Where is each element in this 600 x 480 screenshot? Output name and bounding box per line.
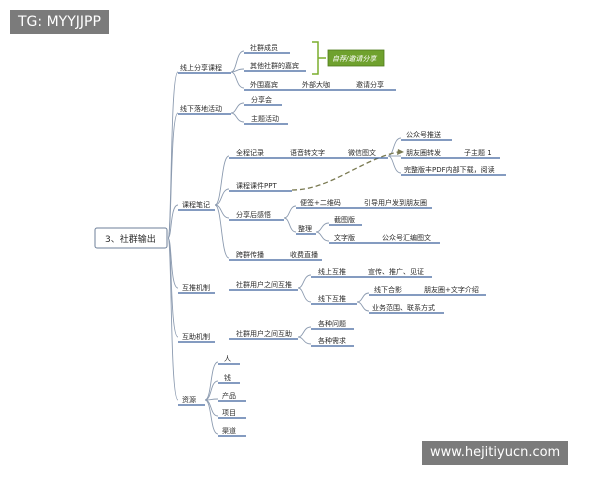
watermark-top-left: TG: MYYJJPP [10, 10, 109, 34]
node-official[interactable]: 公众号推送 [406, 130, 441, 139]
node-organize[interactable]: 整理 [298, 224, 312, 233]
connector-offline-biz [356, 301, 370, 312]
node-record[interactable]: 全程记录 [236, 148, 264, 157]
connector-mutual-online [297, 274, 312, 289]
connector-notes-record [214, 155, 230, 206]
connector-online-guest [230, 71, 245, 89]
node-voice[interactable]: 语音转文字 [290, 148, 325, 157]
node-moments-intro[interactable]: 朋友圈+文字介绍 [424, 285, 479, 294]
node-ppt[interactable]: 课程课件PPT [236, 181, 277, 190]
connector-notes [167, 204, 179, 239]
connector-notes-spread [214, 204, 230, 259]
node-mutual-online[interactable]: 线上互推 [318, 267, 346, 276]
node-promo[interactable]: 宣传、推广、见证 [368, 267, 424, 276]
node-project[interactable]: 项目 [222, 409, 236, 417]
node-theme[interactable]: 主题活动 [251, 114, 279, 123]
root-label: 3、社群输出 [105, 233, 156, 245]
node-guide[interactable]: 引导用户发到朋友圈 [364, 198, 427, 207]
node-guest[interactable]: 外围嘉宾 [250, 80, 278, 89]
node-channel[interactable]: 渠道 [222, 426, 236, 435]
node-insight[interactable]: 分享后感悟 [236, 210, 271, 219]
node-biz[interactable]: 业务范围、联系方式 [372, 303, 435, 312]
connector-help-questions [297, 326, 312, 338]
branch-help[interactable]: 互助机制 [182, 332, 210, 341]
node-share[interactable]: 分享会 [251, 95, 272, 104]
node-summary[interactable]: 公众号汇编图文 [382, 233, 431, 242]
branch-mutual[interactable]: 互推机制 [182, 283, 210, 292]
connector-offline-theme [230, 112, 245, 123]
connector-res-channel [204, 399, 219, 435]
node-moments[interactable]: 朋友圈转发 [406, 148, 441, 157]
node-members[interactable]: 社群成员 [250, 43, 278, 52]
connector-organize-pic [315, 222, 330, 233]
branch-resources[interactable]: 资源 [182, 395, 196, 404]
bracket-icon [312, 41, 326, 75]
watermark-bottom-right: www.hejitiyucn.com [422, 441, 569, 465]
connector-wechat-pdf [387, 155, 402, 174]
node-wechat[interactable]: 微信图文 [348, 148, 376, 157]
node-text[interactable]: 文字版 [334, 233, 355, 242]
node-needs[interactable]: 各种需求 [318, 336, 346, 345]
connector-res-project [204, 399, 219, 417]
connector-wechat-subs [387, 137, 402, 157]
connector-res-people [204, 361, 219, 401]
connector-offline-share [230, 102, 245, 114]
node-people[interactable]: 人 [224, 355, 231, 363]
callout-box [327, 49, 385, 67]
node-outside[interactable]: 外部大咖 [302, 80, 330, 89]
node-pdf[interactable]: 完整版丰PDF内部下载，阅读 [404, 165, 495, 174]
arrow-head-icon [397, 149, 404, 155]
node-sub1[interactable]: 子主题 1 [464, 148, 492, 157]
node-live[interactable]: 收费直播 [290, 250, 318, 259]
connector-notes-ppt [214, 188, 230, 206]
node-questions[interactable]: 各种问题 [318, 319, 346, 328]
node-mutual-users[interactable]: 社群用户之间互推 [236, 280, 292, 289]
connector-res-money [204, 380, 219, 401]
connectors [167, 50, 402, 435]
connector-offline [167, 112, 179, 239]
branch-notes[interactable]: 课程笔记 [182, 200, 210, 209]
branch-online[interactable]: 线上分享课程 [180, 63, 222, 72]
node-poster[interactable]: 便签+二维码 [300, 198, 341, 207]
node-help-users[interactable]: 社群用户之间互助 [236, 329, 292, 338]
node-product[interactable]: 产品 [222, 391, 236, 400]
node-photo[interactable]: 线下合影 [374, 285, 402, 294]
node-invite[interactable]: 邀请分享 [356, 80, 384, 89]
root-node[interactable] [94, 227, 168, 249]
node-pic[interactable]: 截图版 [334, 215, 355, 224]
connector-organize-text [315, 231, 330, 242]
connector-help-needs [297, 336, 312, 345]
node-spread[interactable]: 跨群传播 [236, 250, 264, 259]
node-money[interactable]: 钱 [224, 373, 231, 382]
connector-help [167, 237, 179, 338]
node-other[interactable]: 其他社群的嘉宾 [250, 61, 299, 70]
node-mutual-offline[interactable]: 线下互推 [318, 294, 346, 303]
callout-text: 自荐/邀请分享 [332, 55, 377, 63]
connector-offline-photo [356, 292, 370, 303]
connector-mutual-offline [297, 287, 312, 303]
connector-online-members [230, 50, 245, 73]
connector-insight-poster [283, 205, 297, 219]
branch-offline[interactable]: 线下落地活动 [180, 104, 222, 113]
relation-arrow [291, 151, 399, 191]
connector-insight-organize [283, 217, 297, 233]
connector-resources [167, 237, 179, 401]
